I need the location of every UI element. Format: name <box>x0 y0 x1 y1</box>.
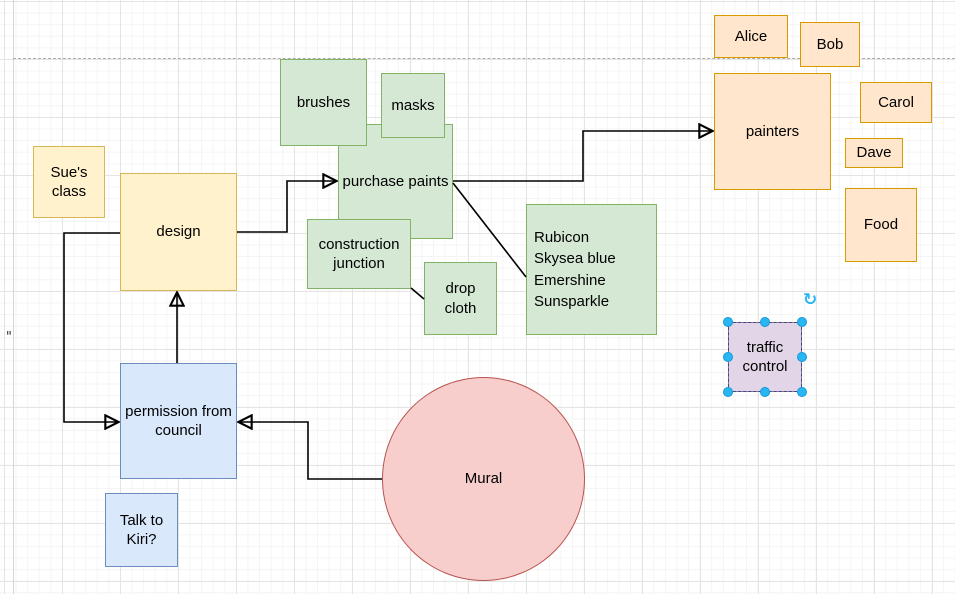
selection-handle-s[interactable] <box>760 387 770 397</box>
selection-handle-e[interactable] <box>797 352 807 362</box>
shape-sues-class[interactable]: Sue's class <box>33 146 105 218</box>
shape-construction-junction[interactable]: construction junction <box>307 219 411 289</box>
shape-dave[interactable]: Dave <box>845 138 903 168</box>
shape-label: Food <box>863 216 899 234</box>
selection-handle-ne[interactable] <box>797 317 807 327</box>
rotate-handle-icon[interactable]: ↻ <box>803 290 818 310</box>
shape-label: drop cloth <box>444 280 477 317</box>
shape-painters[interactable]: painters <box>714 73 831 190</box>
selection-handle-se[interactable] <box>797 387 807 397</box>
shape-label: Carol <box>878 93 914 111</box>
shape-label: Bob <box>816 35 844 53</box>
shape-design[interactable]: design <box>120 173 237 291</box>
shape-alice[interactable]: Alice <box>714 15 788 58</box>
shape-label: masks <box>391 96 435 114</box>
shape-carol[interactable]: Carol <box>860 82 932 123</box>
shape-label: Sue's class <box>50 163 88 201</box>
shape-talk-to-kiri[interactable]: Talk to Kiri? <box>105 493 178 567</box>
shape-label: permission from council <box>125 402 232 440</box>
shape-label: Dave <box>856 144 892 162</box>
stray-quote-mark[interactable]: " <box>5 330 13 345</box>
shape-label: construction junction <box>318 235 400 273</box>
shape-label: painters <box>745 122 800 140</box>
shape-permission-from-council[interactable]: permission from council <box>120 363 237 479</box>
shape-label: Mural <box>464 470 503 488</box>
shape-label: Alice <box>734 27 768 45</box>
shape-paint-colors-list[interactable]: Rubicon Skysea blue Emershine Sunsparkle <box>526 204 657 335</box>
selection-handle-w[interactable] <box>723 352 733 362</box>
shape-drop-cloth[interactable]: drop cloth <box>424 262 497 335</box>
page-boundary-dashed <box>13 58 955 59</box>
selection-handle-nw[interactable] <box>723 317 733 327</box>
shape-label: design <box>156 223 201 241</box>
shape-label: purchase paints <box>342 172 449 190</box>
shape-label: brushes <box>296 93 351 111</box>
shape-traffic-control[interactable]: traffic control <box>728 322 802 392</box>
selection-handle-sw[interactable] <box>723 387 733 397</box>
shape-label: Talk to Kiri? <box>119 511 164 549</box>
shape-food[interactable]: Food <box>845 188 917 262</box>
page-boundary-vertical <box>13 0 14 594</box>
shape-label: Rubicon Skysea blue Emershine Sunsparkle <box>534 228 616 310</box>
selection-handle-n[interactable] <box>760 317 770 327</box>
shape-bob[interactable]: Bob <box>800 22 860 67</box>
edge-design-to-permission[interactable] <box>63 232 120 422</box>
edge-construction-junction-to-drop-cloth[interactable] <box>410 287 425 300</box>
edge-purchase-paints-to-painters[interactable] <box>453 131 712 182</box>
shape-masks[interactable]: masks <box>381 73 445 138</box>
shape-brushes[interactable]: brushes <box>280 59 367 146</box>
shape-mural-circle[interactable]: Mural <box>382 377 585 581</box>
edge-mural-to-permission[interactable] <box>239 422 382 480</box>
shape-label: traffic control <box>742 338 788 376</box>
